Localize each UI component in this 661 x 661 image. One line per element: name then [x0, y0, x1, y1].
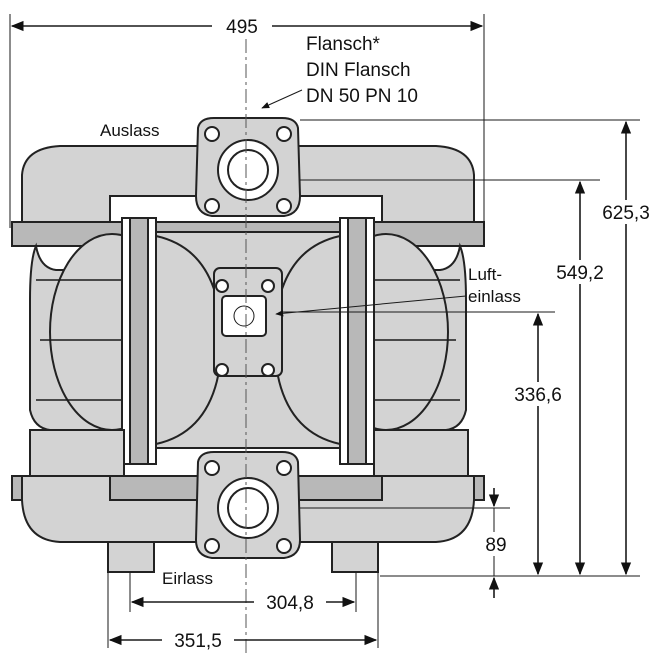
inlet-flange	[194, 451, 302, 559]
dim-overall-height: 625,3	[590, 120, 661, 576]
air-inlet-callout: Luft- einlass	[275, 265, 521, 317]
right-foot	[331, 541, 379, 573]
air-inlet-label-line2: einlass	[468, 287, 521, 306]
dim-outlet-height: 549,2	[546, 180, 618, 576]
air-inlet-height-value: 336,6	[514, 385, 562, 406]
bottom-manifold-right	[295, 475, 475, 543]
air-inlet-port	[221, 295, 267, 337]
inlet-height-value: 89	[485, 535, 506, 556]
bottom-manifold	[21, 475, 201, 543]
top-manifold	[21, 145, 201, 229]
top-manifold-right	[295, 145, 475, 229]
foot-spacing-inner-value: 304,8	[266, 593, 314, 614]
dim-air-inlet-height: 336,6	[500, 312, 574, 576]
dim-overall-width: 495	[9, 14, 485, 228]
overall-height-value: 625,3	[602, 203, 650, 224]
outlet-height-value: 549,2	[556, 263, 604, 284]
overall-width-value: 495	[226, 17, 258, 38]
left-foot	[107, 541, 155, 573]
flange-note-line2: DIN Flansch	[306, 60, 411, 81]
outlet-label: Auslass	[100, 121, 160, 140]
dim-foot-spacing-outer: 351,5	[108, 628, 378, 652]
inlet-label: Eirlass	[162, 569, 213, 588]
outlet-flange	[194, 117, 302, 217]
flange-note: Flansch* DIN Flansch DN 50 PN 10	[261, 34, 418, 109]
air-inlet-label-line1: Luft-	[468, 265, 502, 284]
pump-body	[11, 14, 485, 655]
foot-spacing-outer-value: 351,5	[174, 631, 222, 652]
flange-note-line3: DN 50 PN 10	[306, 86, 418, 107]
flange-note-line1: Flansch*	[306, 34, 381, 55]
dim-foot-spacing-inner: 304,8	[130, 590, 356, 614]
dim-inlet-height: 89	[478, 488, 512, 598]
